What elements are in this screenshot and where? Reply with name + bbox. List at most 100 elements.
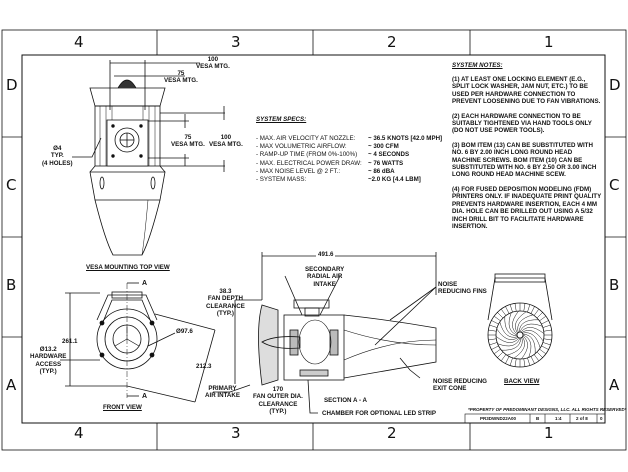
fin-line <box>543 329 552 332</box>
dim-length: 491.6 <box>316 251 336 259</box>
zone-row-d-left: D <box>6 76 18 94</box>
impeller-vane <box>522 333 536 354</box>
callout-line: CLEARANCE <box>258 400 298 408</box>
impeller-vane <box>517 314 534 333</box>
fin-line <box>489 342 498 346</box>
callout-line: CLEARANCE <box>206 302 245 310</box>
callout-line: (TYP.) <box>269 408 287 416</box>
zone-row-a-right: A <box>609 376 620 394</box>
callout-line: FAN OUTER DIA. <box>253 393 303 401</box>
dim-label: VESA MTG. <box>209 141 243 149</box>
callout-line: TYP. <box>50 152 64 160</box>
callout-line: 170 <box>272 386 284 393</box>
zone-col-1-top: 1 <box>544 33 554 51</box>
callout-line: NOISE REDUCING <box>433 378 487 385</box>
fin-line <box>509 304 513 313</box>
callout-line: INTAKE <box>313 280 336 288</box>
spec-value: ~2.0 KG [4.4 LBM] <box>368 176 421 183</box>
section-marker-top: A <box>142 280 148 287</box>
callout-line: (TYP.) <box>216 310 234 318</box>
fin-line <box>533 354 540 362</box>
sheet-border <box>1 29 627 451</box>
impeller-vane <box>506 337 523 356</box>
zone-row-c-right: C <box>609 176 620 194</box>
zone-col-2-bottom: 2 <box>387 424 397 442</box>
front-view-title: FRONT VIEW <box>103 404 142 411</box>
fin-line <box>491 320 499 325</box>
dim-value: 100 <box>207 56 219 63</box>
impeller-vane <box>522 332 541 349</box>
section-marker-bottom: A <box>142 393 148 400</box>
callout-line: AIR INTAKE <box>205 392 240 400</box>
dim-height: 261.1 <box>62 338 78 345</box>
spec-value: ~ 4 SECONDS <box>368 151 410 159</box>
sheet-size: B <box>536 416 540 421</box>
fin-line <box>527 357 531 366</box>
drawing-number: PR3DWND22A00 <box>480 416 517 421</box>
section-title: SECTION A - A <box>324 397 367 404</box>
zone-col-3-bottom: 3 <box>231 424 241 442</box>
fin-line <box>497 312 504 319</box>
fin-line <box>488 338 497 341</box>
fin-line <box>541 345 549 350</box>
fin-line <box>542 324 551 328</box>
impeller-vane <box>496 328 519 340</box>
callout-line: (TYP.) <box>39 368 57 376</box>
fin-line <box>514 358 517 367</box>
fin-line <box>543 338 552 341</box>
impeller-vane <box>521 330 544 342</box>
back-view-drawing <box>487 273 553 368</box>
zone-row-b-right: B <box>609 276 620 294</box>
note-3: (3) BOM ITEM (13) CAN BE SUBSTITUTED WIT… <box>452 141 597 179</box>
callout-line: EXIT CONE <box>433 385 467 393</box>
section-view-drawing <box>213 252 437 414</box>
callout-line: REDUCING FINS <box>438 288 487 296</box>
spec-label: - SYSTEM MASS: <box>256 176 307 183</box>
zone-col-3-top: 3 <box>231 33 241 51</box>
impeller-vane <box>497 337 521 347</box>
spec-value: ~ 36.5 KNOTS [42.0 MPH] <box>368 135 443 142</box>
front-view-drawing <box>60 282 216 403</box>
impeller-vane <box>499 321 518 338</box>
callout-line: NOISE <box>438 281 458 288</box>
notes-title: SYSTEM NOTES: <box>452 62 503 69</box>
dim-fan-dia: Ø97.6 <box>176 328 193 335</box>
note-4: (4) FOR FUSED DEPOSITION MODELING (FDM) … <box>452 185 602 230</box>
impeller-vane <box>495 336 520 343</box>
callout-line: HARDWARE <box>30 353 67 361</box>
spec-label: - MAX VOLUMETRIC AIRFLOW: <box>256 143 347 151</box>
spec-label: - MAX NOISE LEVEL @ 2 FT.: <box>256 167 341 175</box>
zone-row-a-left: A <box>6 376 17 394</box>
zone-row-c-left: C <box>6 176 17 194</box>
fin-line <box>500 354 507 362</box>
impeller-vane <box>518 319 539 333</box>
spec-value: ~ 86 dBA <box>368 167 395 175</box>
callout-line: ACCESS <box>35 360 62 368</box>
back-view-title: BACK VIEW <box>504 378 540 385</box>
zone-col-4-top: 4 <box>74 33 84 51</box>
fin-line <box>533 308 540 316</box>
fin-line <box>505 356 510 364</box>
fin-line <box>491 345 499 350</box>
spec-value: ~ 300 CFM <box>368 143 399 151</box>
fin-line <box>505 306 510 314</box>
zone-col-2-top: 2 <box>387 33 397 51</box>
fin-line <box>493 315 501 322</box>
fin-line <box>523 303 526 312</box>
specs-title: SYSTEM SPECS: <box>256 116 307 123</box>
fin-line <box>539 348 547 355</box>
dim-value: 100 <box>220 134 232 141</box>
copyright-text: *PROPERTY OF PREDOMINANT DESIGNS, LLC. A… <box>468 407 627 412</box>
impeller-vane <box>513 336 525 359</box>
zone-col-1-bottom: 1 <box>544 424 554 442</box>
impeller-vane <box>519 323 543 333</box>
